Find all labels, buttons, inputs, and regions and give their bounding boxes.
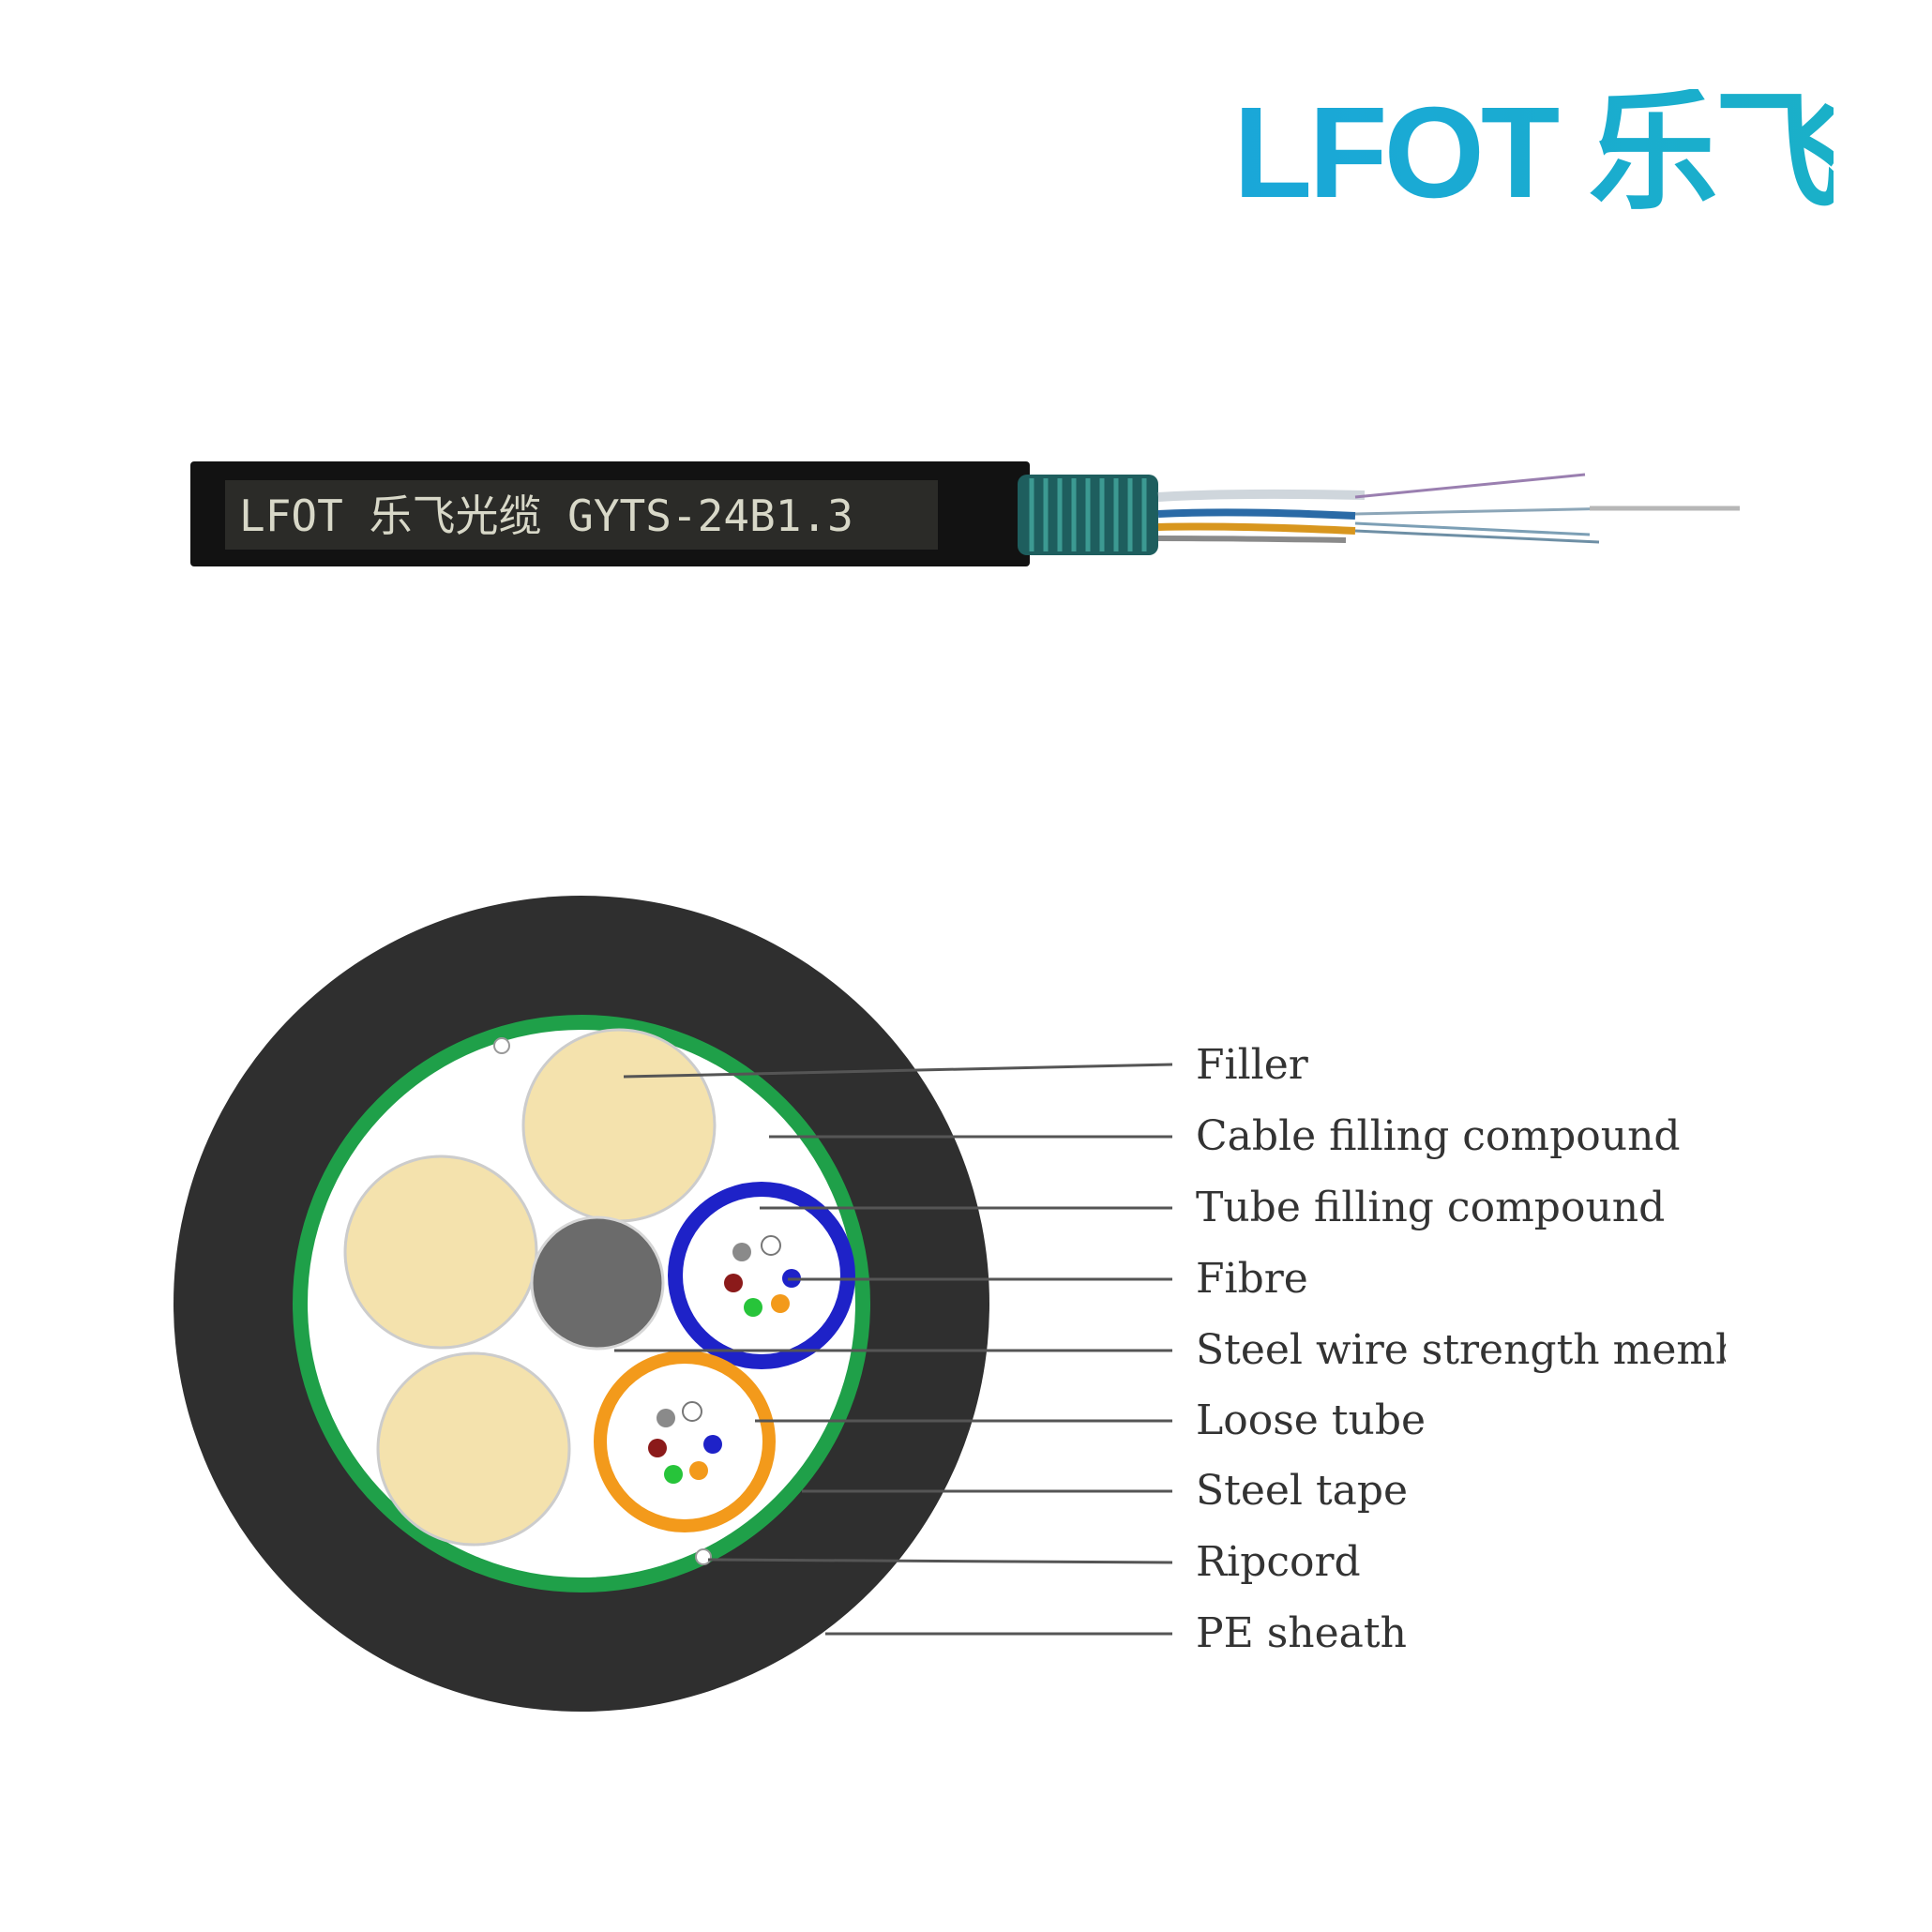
fibre	[732, 1243, 751, 1261]
fibre	[657, 1409, 675, 1427]
lfot-logo: LFOT 乐飞	[1233, 89, 1834, 220]
fibre	[761, 1235, 781, 1256]
fibre	[703, 1435, 722, 1454]
fibre	[648, 1439, 667, 1457]
fibre	[771, 1294, 790, 1313]
armor-section	[1018, 475, 1158, 555]
steel-tape	[293, 1015, 870, 1592]
fibre	[664, 1465, 683, 1484]
ripcord-bottom	[695, 1548, 712, 1565]
exposed-fibres	[1354, 473, 1740, 544]
fibre	[682, 1401, 702, 1422]
fibre	[689, 1461, 708, 1480]
ripcord-top	[493, 1037, 510, 1054]
fibre	[744, 1298, 762, 1317]
loose-tube-blue	[668, 1182, 855, 1369]
exposed-tubes	[1157, 489, 1366, 543]
leader-lines	[614, 1063, 1173, 1636]
sheath-marking-text: LFOT 乐飞光缆 GYTS-24B1.3	[239, 491, 853, 541]
label-pe-sheath: PE sheath	[1196, 1609, 1407, 1657]
logo-text: LFOT 乐飞	[1233, 89, 1834, 220]
label-tube-filling-compound: Tube filling compound	[1196, 1184, 1665, 1231]
label-fibre: Fibre	[1196, 1255, 1308, 1303]
fibre	[724, 1274, 743, 1292]
filler-left	[343, 1155, 538, 1350]
filler-bottom	[376, 1351, 571, 1547]
cross-section-diagram: Filler Cable filling compound Tube filli…	[174, 896, 1726, 1712]
sheath-marking-band	[225, 480, 938, 550]
label-ripcord: Ripcord	[1196, 1538, 1361, 1586]
label-cable-filling-compound: Cable filling compound	[1196, 1112, 1681, 1160]
label-filler: Filler	[1196, 1041, 1309, 1089]
steel-wire-strength-member	[530, 1215, 665, 1351]
filler-top	[521, 1028, 717, 1223]
loose-tube-orange	[594, 1351, 776, 1532]
label-steel-tape: Steel tape	[1196, 1467, 1408, 1515]
label-loose-tube: Loose tube	[1196, 1396, 1426, 1444]
label-steel-wire-strength-member: Steel wire strength member	[1196, 1326, 1726, 1374]
cable-photo: LFOT 乐飞光缆 GYTS-24B1.3	[190, 461, 1740, 566]
